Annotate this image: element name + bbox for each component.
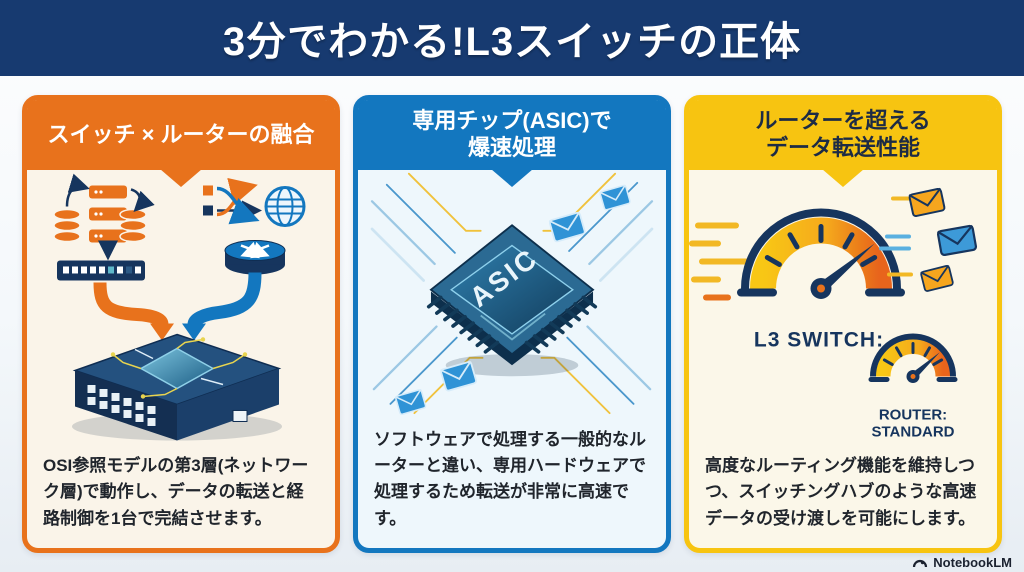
down-arrow-notch bbox=[491, 169, 533, 187]
panel-fusion-description: OSI参照モデルの第3層(ネットワーク層)で動作し、データの転送と経路制御を1台… bbox=[43, 455, 309, 528]
circuit-traces bbox=[370, 172, 654, 415]
panel-switch-router-fusion: スイッチ × ルーターの融合 bbox=[22, 95, 340, 553]
down-arrow-notch bbox=[822, 169, 864, 187]
router-label-line1: ROUTER: bbox=[879, 406, 947, 423]
database-icon bbox=[53, 208, 81, 243]
panel-asic-header-line1: 専用チップ(ASIC)で bbox=[412, 108, 612, 134]
notebooklm-logo-icon bbox=[913, 559, 928, 568]
gauge-needle bbox=[817, 243, 875, 293]
speedometer-large-icon bbox=[737, 208, 905, 299]
panel-performance-description: 高度なルーティング機能を維持しつつ、スイッチングハブのような高速データの受け渡し… bbox=[705, 455, 977, 528]
panel-performance-illustration: L3 SWITCH: bbox=[689, 170, 997, 445]
title-banner: 3分でわかる!L3スイッチの正体 bbox=[0, 0, 1024, 76]
chip-pins bbox=[426, 295, 598, 354]
panel-asic-description: ソフトウェアで処理する一般的なルーターと違い、専用ハードウェアで処理するため転送… bbox=[374, 429, 646, 528]
panel-asic-header-line2: 爆速処理 bbox=[467, 135, 556, 160]
panel-performance-header-line1: ルーターを超える bbox=[755, 108, 931, 134]
envelope-icon bbox=[879, 187, 978, 293]
panel-asic-illustration: ASIC bbox=[358, 170, 666, 419]
globe-icon bbox=[264, 185, 306, 227]
panel-fusion-header-line1: スイッチ × ルーターの融合 bbox=[47, 121, 315, 147]
page-title: 3分でわかる!L3スイッチの正体 bbox=[222, 20, 802, 64]
switch-router-fusion-art bbox=[53, 173, 306, 441]
speedometer-art: L3 SWITCH: bbox=[689, 187, 978, 440]
speed-lines bbox=[689, 222, 749, 301]
panel-asic-header: 専用チップ(ASIC)で 爆速処理 bbox=[358, 100, 666, 187]
asic-chip-art: ASIC bbox=[370, 172, 654, 416]
l3-switch-label: L3 SWITCH: bbox=[754, 328, 884, 351]
panel-performance-header-line2: データ転送性能 bbox=[765, 135, 920, 160]
database-icon bbox=[119, 208, 147, 243]
lan-switch-diagram-icon bbox=[53, 173, 155, 281]
brand-name: NotebookLM bbox=[933, 555, 1012, 570]
panel-asic-speed: 専用チップ(ASIC)で 爆速処理 bbox=[353, 95, 671, 553]
asic-chip-icon: ASIC bbox=[426, 224, 598, 377]
switch-bar-icon bbox=[57, 260, 145, 281]
merge-arrows bbox=[93, 272, 262, 341]
panel-transfer-performance: ルーターを超える データ転送性能 bbox=[684, 95, 1002, 553]
l3-switch-3d-icon bbox=[72, 333, 282, 441]
panel-performance-header: ルーターを超える データ転送性能 bbox=[689, 100, 997, 187]
down-arrow-notch bbox=[160, 169, 202, 187]
speedometer-small-icon bbox=[868, 333, 958, 383]
router-icon bbox=[224, 239, 286, 275]
router-label-line2: STANDARD bbox=[871, 423, 954, 440]
uplink-port bbox=[232, 409, 248, 422]
footer-brand: NotebookLM bbox=[912, 555, 1012, 570]
router-internet-diagram-icon bbox=[203, 178, 306, 275]
panel-fusion-header: スイッチ × ルーターの融合 bbox=[27, 100, 335, 187]
panel-fusion-illustration bbox=[27, 170, 335, 445]
switch-ports bbox=[86, 383, 157, 427]
